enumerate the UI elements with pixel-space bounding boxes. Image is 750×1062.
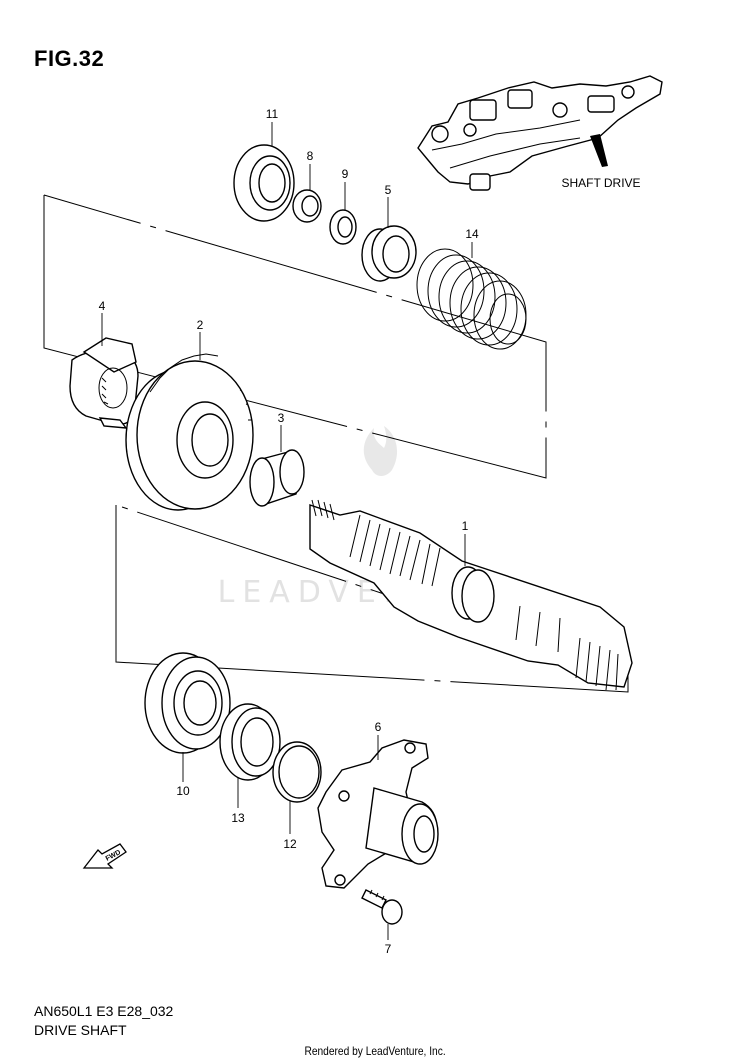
part-7-bolt xyxy=(361,889,403,940)
callout-8: 8 xyxy=(307,149,314,163)
pointer-arrow-icon xyxy=(590,134,608,167)
part-6-flange xyxy=(317,735,439,889)
inset-label: SHAFT DRIVE xyxy=(561,176,640,190)
callout-2: 2 xyxy=(197,318,204,332)
part-1-shaft xyxy=(309,499,633,691)
assembly-frame-upper xyxy=(43,194,547,479)
part-5-collar xyxy=(361,197,417,282)
part-12-oring xyxy=(272,741,322,834)
callout-12: 12 xyxy=(283,837,297,851)
callout-11: 11 xyxy=(266,107,279,121)
callout-13: 13 xyxy=(231,811,245,825)
callout-6: 6 xyxy=(375,720,382,734)
callout-1: 1 xyxy=(462,519,469,533)
model-code: AN650L1 E3 E28_032 xyxy=(34,1003,174,1019)
part-8-nut xyxy=(292,164,322,223)
shaft-drive-inset: SHAFT DRIVE xyxy=(417,75,663,191)
section-name: DRIVE SHAFT xyxy=(34,1022,127,1038)
part-2-gear xyxy=(125,332,254,511)
part-9-washer xyxy=(329,182,357,245)
rendered-by-text: Rendered by LeadVenture, Inc. xyxy=(304,1044,446,1058)
callout-10: 10 xyxy=(176,784,190,798)
figure-title: FIG.32 xyxy=(34,46,105,71)
callout-4: 4 xyxy=(99,299,106,313)
callout-7: 7 xyxy=(385,942,392,956)
callout-9: 9 xyxy=(342,167,349,181)
callout-3: 3 xyxy=(278,411,285,425)
part-3-bushing xyxy=(249,425,305,507)
part-14-spring xyxy=(416,242,527,350)
part-13-seal xyxy=(219,703,281,808)
part-4-dog xyxy=(69,313,139,429)
part-10-bearing xyxy=(144,652,231,782)
fwd-arrow-icon: FWD xyxy=(82,843,127,869)
part-11-bearing xyxy=(233,122,295,222)
callout-5: 5 xyxy=(385,183,392,197)
callout-14: 14 xyxy=(465,227,479,241)
rendered-by-credit: Rendered by LeadVenture, Inc. xyxy=(0,1044,750,1058)
